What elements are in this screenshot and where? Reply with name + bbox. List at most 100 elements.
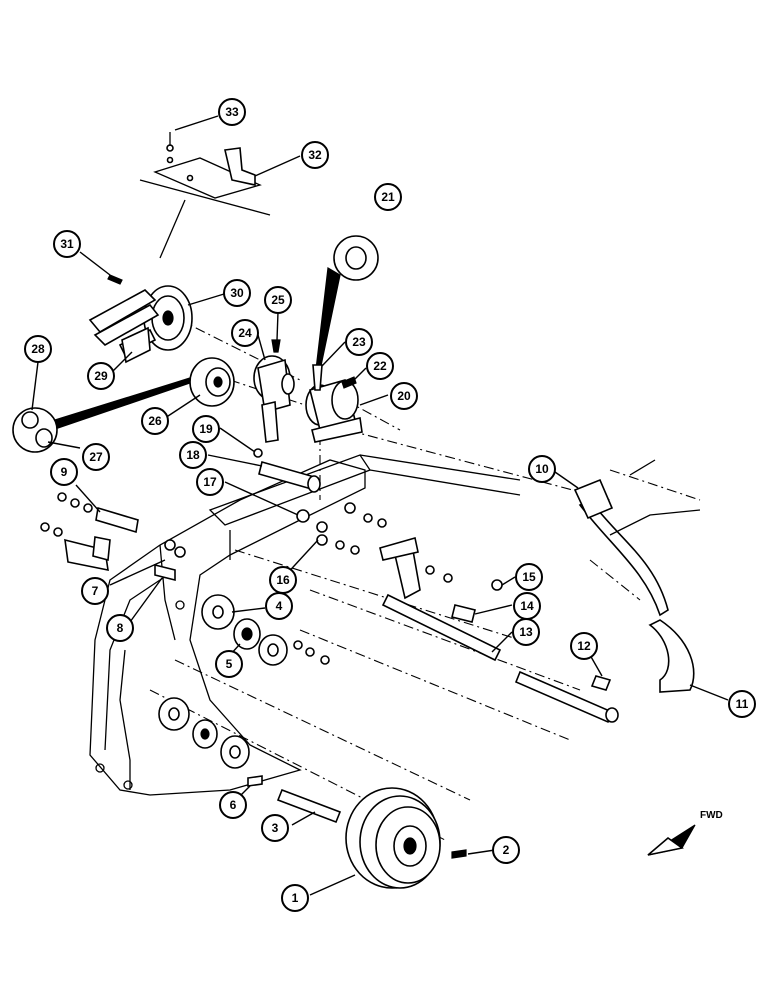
callout-label: 22 xyxy=(373,359,387,373)
callout-label: 18 xyxy=(186,448,200,462)
bracket-9 xyxy=(57,492,139,534)
callout-1: 1 xyxy=(281,884,309,912)
callout-24: 24 xyxy=(231,319,259,347)
callout-2: 2 xyxy=(492,836,520,864)
bearing-5 xyxy=(233,618,261,650)
callout-label: 9 xyxy=(61,465,68,479)
callout-label: 8 xyxy=(117,621,124,635)
callout-16: 16 xyxy=(269,566,297,594)
nut-17 xyxy=(296,509,310,523)
washer-19 xyxy=(253,448,263,458)
callout-label: 19 xyxy=(199,422,213,436)
callout-label: 12 xyxy=(577,639,591,653)
callout-label: 3 xyxy=(272,821,279,835)
machine-edge xyxy=(609,459,701,536)
callout-label: 16 xyxy=(276,573,290,587)
callout-label: 27 xyxy=(89,450,103,464)
callout-23: 23 xyxy=(345,328,373,356)
bolt-23 xyxy=(312,364,323,391)
callout-32: 32 xyxy=(301,141,329,169)
callout-26: 26 xyxy=(141,407,169,435)
callout-6: 6 xyxy=(219,791,247,819)
callout-label: 33 xyxy=(225,105,239,119)
grease-fitting-25 xyxy=(271,339,281,353)
callout-11: 11 xyxy=(728,690,756,718)
callout-label: 7 xyxy=(92,584,99,598)
callout-label: 30 xyxy=(230,286,244,300)
bushing-set-27-28 xyxy=(12,377,191,453)
main-pulley-1 xyxy=(345,787,441,889)
callout-8: 8 xyxy=(106,614,134,642)
callout-label: 29 xyxy=(94,369,108,383)
clamp-14 xyxy=(451,604,476,623)
callout-label: 5 xyxy=(226,657,233,671)
callout-4: 4 xyxy=(265,592,293,620)
callout-12: 12 xyxy=(570,632,598,660)
callout-10: 10 xyxy=(528,455,556,483)
callout-33: 33 xyxy=(218,98,246,126)
lower-flange-bearing xyxy=(158,697,250,769)
callout-label: 10 xyxy=(535,462,549,476)
callout-18: 18 xyxy=(179,441,207,469)
bearing-housing-20 xyxy=(305,379,363,443)
pin-12 xyxy=(590,675,612,691)
belt-29 xyxy=(121,326,151,364)
callout-28: 28 xyxy=(24,335,52,363)
callout-5: 5 xyxy=(215,650,243,678)
callout-3: 3 xyxy=(261,814,289,842)
callout-label: 26 xyxy=(148,414,162,428)
callout-label: 21 xyxy=(381,190,395,204)
callout-25: 25 xyxy=(264,286,292,314)
upper-frame-rails xyxy=(208,454,521,560)
callout-22: 22 xyxy=(366,352,394,380)
spacer-8 xyxy=(154,563,176,582)
linkage-13 xyxy=(379,536,502,662)
fwd-label: FWD xyxy=(700,810,723,821)
idler-pulley-30 xyxy=(88,285,193,357)
flange-4 xyxy=(201,594,235,630)
callout-label: 1 xyxy=(292,891,299,905)
bolt-31 xyxy=(107,274,123,285)
washers-16 xyxy=(316,502,387,555)
top-bracket-assembly xyxy=(139,132,271,259)
callout-label: 17 xyxy=(203,475,217,489)
callout-29: 29 xyxy=(87,362,115,390)
tension-rod-18 xyxy=(258,461,321,493)
grip-10 xyxy=(573,478,614,520)
callout-label: 6 xyxy=(230,798,237,812)
handle-11 xyxy=(578,498,695,693)
callout-19: 19 xyxy=(192,415,220,443)
callout-15: 15 xyxy=(515,563,543,591)
callout-31: 31 xyxy=(53,230,81,258)
callout-label: 32 xyxy=(308,148,322,162)
callout-21: 21 xyxy=(374,183,402,211)
callout-label: 31 xyxy=(60,237,74,251)
nut-15 xyxy=(425,565,503,591)
setscrew-2 xyxy=(451,849,467,859)
bolt-6 xyxy=(247,775,263,787)
callout-label: 15 xyxy=(522,570,536,584)
lever-shaft xyxy=(514,670,619,724)
callout-label: 13 xyxy=(519,625,533,639)
callout-27: 27 xyxy=(82,443,110,471)
callout-label: 28 xyxy=(31,342,45,356)
callout-7: 7 xyxy=(81,577,109,605)
callout-label: 23 xyxy=(352,335,366,349)
callout-20: 20 xyxy=(390,382,418,410)
callout-label: 24 xyxy=(238,326,252,340)
callout-13: 13 xyxy=(512,618,540,646)
flange-4b xyxy=(258,634,330,666)
callout-14: 14 xyxy=(513,592,541,620)
bracket-7 xyxy=(40,522,186,572)
callout-label: 25 xyxy=(271,293,285,307)
bushing-21 xyxy=(314,235,379,381)
callout-label: 2 xyxy=(503,843,510,857)
callout-9: 9 xyxy=(50,458,78,486)
callout-label: 11 xyxy=(736,697,749,711)
fwd-direction-arrow: FWD xyxy=(647,810,723,856)
pin-22 xyxy=(341,376,357,389)
callout-label: 20 xyxy=(397,389,411,403)
callout-label: 14 xyxy=(520,599,534,613)
idler-arm-24 xyxy=(253,355,295,443)
